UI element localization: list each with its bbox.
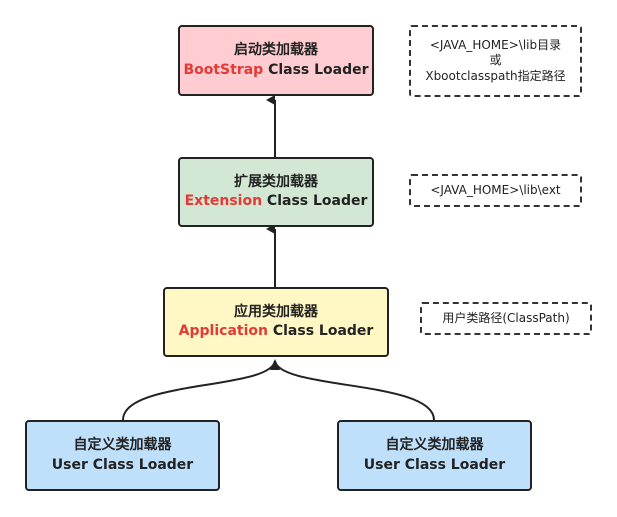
bootstrap-path-note: <JAVA_HOME>\lib目录 或 Xbootclasspath指定路径 (409, 25, 582, 97)
bootstrap-accent-word: BootStrap (183, 61, 264, 78)
extension-path-line1: <JAVA_HOME>\lib\ext (430, 182, 561, 197)
bootstrap-path-line3: Xbootclasspath指定路径 (425, 68, 566, 83)
application-title: 应用类加载器 (234, 303, 318, 320)
bootstrap-subtitle-rest: Class Loader (263, 61, 369, 78)
bootstrap-title: 启动类加载器 (234, 42, 318, 58)
user-left-title: 自定义类加载器 (73, 437, 172, 453)
extension-class-loader-box: 扩展类加载器 Extension Class Loader (178, 157, 374, 227)
application-class-loader-box: 应用类加载器 Application Class Loader (163, 287, 389, 357)
extension-subtitle-rest: Class Loader (262, 193, 368, 209)
bootstrap-class-loader-box: 启动类加载器 BootStrap Class Loader (178, 25, 374, 96)
extension-subtitle: Extension Class Loader (185, 193, 368, 211)
application-path-note: 用户类路径(ClassPath) (420, 302, 592, 335)
user-left-subtitle: User Class Loader (51, 456, 194, 473)
arrow-head-application (270, 359, 280, 370)
user-class-loader-right-box: 自定义类加载器 User Class Loader (337, 420, 532, 491)
extension-title: 扩展类加载器 (234, 173, 318, 190)
extension-accent-word: Extension (184, 193, 263, 209)
bootstrap-subtitle: BootStrap Class Loader (183, 62, 368, 80)
extension-path-note: <JAVA_HOME>\lib\ext (409, 174, 582, 207)
application-subtitle: Application Class Loader (179, 323, 374, 341)
application-path-line1: 用户类路径(ClassPath) (442, 310, 570, 325)
bootstrap-path-line1: <JAVA_HOME>\lib目录 (429, 37, 562, 52)
arrow-user-left-to-application (122, 360, 276, 421)
application-subtitle-rest: Class Loader (267, 323, 374, 339)
user-class-loader-left-box: 自定义类加载器 User Class Loader (25, 420, 220, 491)
arrow-user-right-to-application (274, 360, 435, 421)
user-right-title: 自定义类加载器 (385, 437, 484, 453)
bootstrap-path-line2: 或 (489, 53, 502, 68)
application-accent-word: Application (178, 323, 268, 339)
user-right-subtitle: User Class Loader (363, 456, 506, 473)
